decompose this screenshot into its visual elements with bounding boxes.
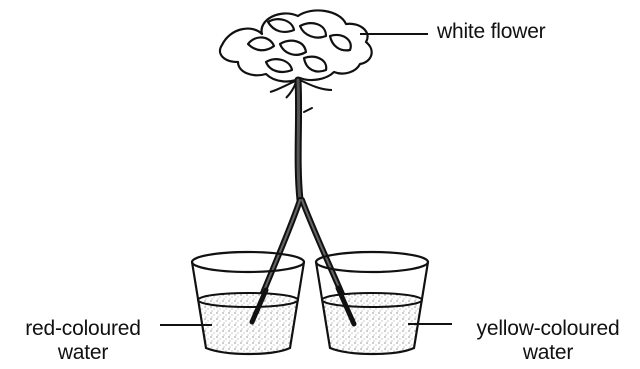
label-red-line1: red-coloured	[8, 317, 158, 341]
label-yellow-line1: yellow-coloured	[459, 317, 637, 341]
label-red-coloured-water: red-coloured water	[8, 317, 158, 365]
label-yellow-coloured-water: yellow-coloured water	[459, 317, 637, 365]
label-yellow-line2: water	[459, 341, 637, 365]
left-beaker	[192, 252, 304, 354]
label-white-flower: white flower	[437, 20, 545, 44]
label-white-flower-text: white flower	[437, 20, 545, 44]
white-flower	[220, 10, 372, 81]
label-red-line2: water	[8, 341, 158, 365]
